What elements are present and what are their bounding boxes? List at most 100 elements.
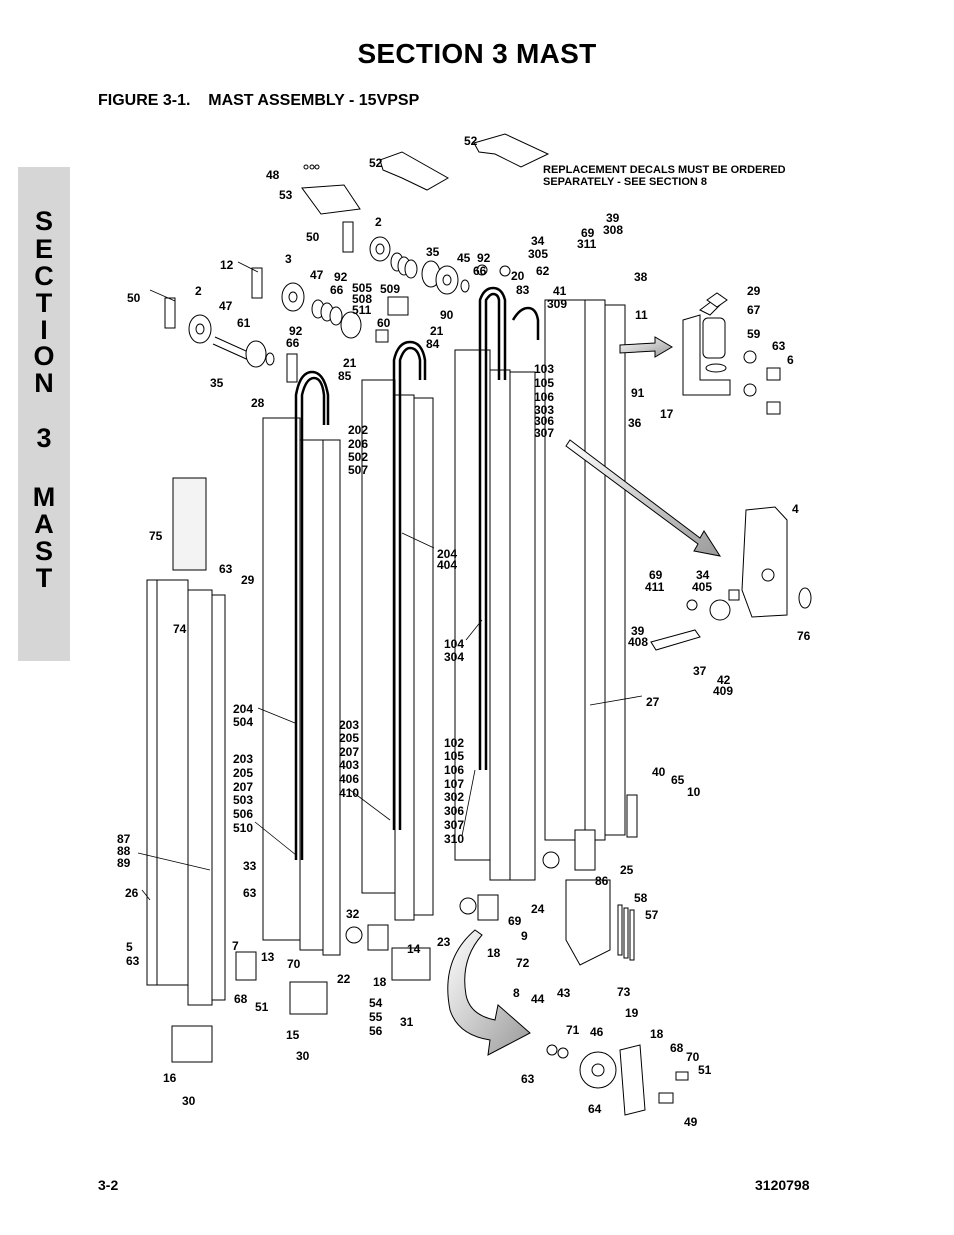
part-callout: 66 xyxy=(473,264,487,278)
part-callout: 72 xyxy=(516,956,530,970)
part-callout: 55 xyxy=(369,1010,383,1024)
mast-section-33 xyxy=(187,589,213,1006)
part-callout: 42 xyxy=(717,673,731,687)
part-callout: 20 xyxy=(511,269,525,283)
part-callout: 45 xyxy=(457,251,471,265)
part-callout: 83 xyxy=(516,283,530,297)
part-callout: 90 xyxy=(440,308,454,322)
page-number: 3-2 xyxy=(98,1177,119,1193)
part-callout: 85 xyxy=(338,369,352,383)
part-callout: 205 xyxy=(339,731,359,745)
nut-29 xyxy=(706,292,728,308)
side-tab-letter: O xyxy=(33,341,55,371)
part-callout: 29 xyxy=(241,573,255,587)
part-callout: 12 xyxy=(220,258,234,272)
part-callout: 73 xyxy=(617,985,631,999)
part-callout: 39 xyxy=(606,211,620,225)
bracket-28 xyxy=(286,353,298,383)
part-callout: 21 xyxy=(343,356,357,370)
part-callout: 509 xyxy=(380,282,400,296)
washer-67 xyxy=(705,363,727,373)
part-callout: 23 xyxy=(437,935,451,949)
part-callout: 106 xyxy=(444,763,464,777)
part-callout: 14 xyxy=(407,942,421,956)
part-callout: 202 xyxy=(348,423,368,437)
bracket-18-detail xyxy=(619,1044,646,1116)
cable-204 xyxy=(294,370,330,860)
section-title: SECTION 3 MAST xyxy=(357,38,597,69)
part-callout: 7 xyxy=(232,939,239,953)
part-callout: 102 xyxy=(444,736,464,750)
bracket-3 xyxy=(251,267,263,299)
part-callout: 63 xyxy=(772,339,786,353)
part-callout: 502 xyxy=(348,450,368,464)
part-callout: 70 xyxy=(287,957,301,971)
plate-16 xyxy=(171,1025,213,1063)
part-callout: 35 xyxy=(426,245,440,259)
part-callout: 28 xyxy=(251,396,265,410)
part-callout: 56 xyxy=(369,1024,383,1038)
part-callout: 511 xyxy=(352,303,372,317)
part-callout: 46 xyxy=(590,1025,604,1039)
part-callout: 26 xyxy=(125,886,139,900)
part-callout: 19 xyxy=(625,1006,639,1020)
part-callout: 21 xyxy=(430,324,444,338)
plate-15 xyxy=(289,981,328,1015)
spacer-59 xyxy=(702,317,726,359)
part-callout: 52 xyxy=(369,156,383,170)
part-callout: 207 xyxy=(233,780,253,794)
part-callout: 405 xyxy=(692,580,712,594)
part-callout: 508 xyxy=(352,292,372,306)
part-callout: 406 xyxy=(339,772,359,786)
part-callout: 50 xyxy=(306,230,320,244)
part-callout: 47 xyxy=(219,299,233,313)
side-tab-letter: I xyxy=(40,315,48,345)
part-callout: 2 xyxy=(195,284,202,298)
side-tab-letter: A xyxy=(34,509,54,539)
part-callout: 44 xyxy=(531,992,545,1006)
part-callout: 3 xyxy=(285,252,292,266)
part-callout: 510 xyxy=(233,821,253,835)
part-callout: 503 xyxy=(233,793,253,807)
part-callout: 306 xyxy=(534,414,554,428)
part-callout: 52 xyxy=(464,134,478,148)
part-callout: 13 xyxy=(261,950,275,964)
part-callout: 505 xyxy=(352,281,372,295)
part-callout: 31 xyxy=(400,1015,414,1029)
part-callout: 11 xyxy=(635,308,648,322)
part-callout: 410 xyxy=(339,786,359,800)
part-callout: 32 xyxy=(346,907,360,921)
part-callout: 303 xyxy=(534,403,554,417)
part-callout: 34 xyxy=(531,234,545,248)
part-callout: 37 xyxy=(693,664,707,678)
part-callout: 61 xyxy=(237,316,251,330)
side-tab-letter: N xyxy=(34,368,54,398)
part-callout: 103 xyxy=(534,362,554,376)
part-callout: 86 xyxy=(595,874,609,888)
plate-14 xyxy=(391,947,431,981)
detail-arrows xyxy=(447,336,722,1056)
side-tab-letter: E xyxy=(34,234,53,264)
part-callout: 51 xyxy=(698,1063,712,1077)
part-callout: 40 xyxy=(652,765,666,779)
part-callout: 9 xyxy=(521,929,528,943)
part-callout: 504 xyxy=(233,715,253,729)
part-callout: 30 xyxy=(296,1049,310,1063)
part-callout: 18 xyxy=(487,946,501,960)
side-tab-letter: 3 xyxy=(36,423,52,453)
part-callout: 306 xyxy=(444,804,464,818)
hardware-detail-bottom xyxy=(235,829,689,1116)
decal-parts xyxy=(301,133,550,215)
block-4 xyxy=(741,506,788,618)
part-callout: 206 xyxy=(348,437,368,451)
part-callout: 25 xyxy=(620,863,634,877)
cables xyxy=(294,286,540,860)
decal-52-top xyxy=(473,133,550,168)
part-callout: 22 xyxy=(337,972,351,986)
part-callout: 29 xyxy=(747,284,761,298)
part-callout: 69 xyxy=(649,568,663,582)
part-callout: 53 xyxy=(279,188,293,202)
detail-arrow-bottom xyxy=(447,929,531,1056)
part-callout: 8 xyxy=(513,986,520,1000)
